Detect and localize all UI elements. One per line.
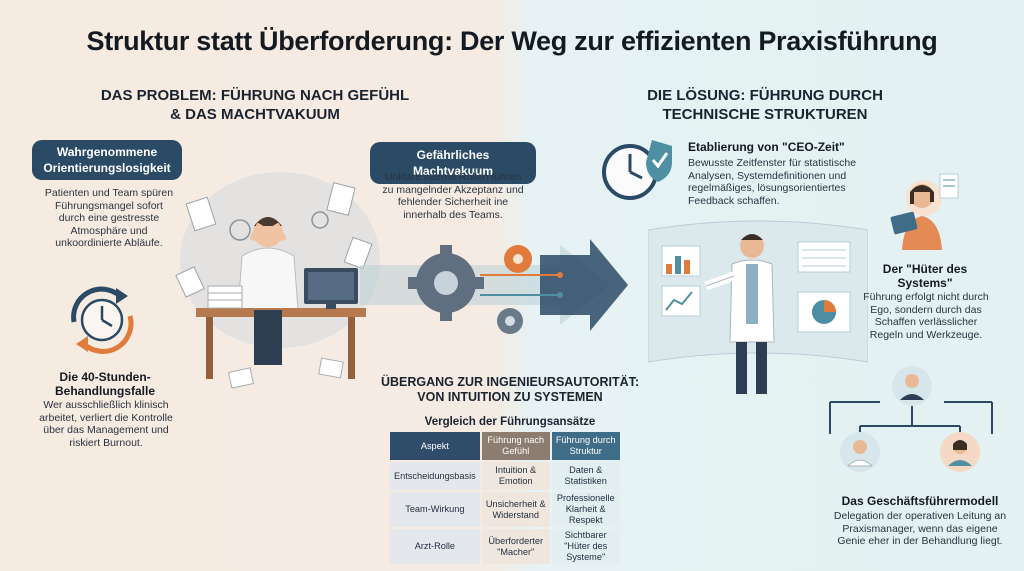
- cycle-clock-icon: [71, 286, 134, 354]
- ceo-text-line: regelmäßiges, lösungsorientiertes: [688, 182, 846, 194]
- table-cell: Sichtbarer "Hüter des Systeme": [551, 529, 620, 564]
- table-cell: Überforderter "Macher": [481, 529, 550, 564]
- solution-heading: DIE LÖSUNG: FÜHRUNG DURCH TECHNISCHE STR…: [610, 86, 920, 124]
- vacuum-text-line: fehlender Sicherheit ine: [397, 196, 509, 208]
- trap-text-line: Wer ausschließlich klinisch: [43, 399, 169, 411]
- orientation-text-line: durch eine gestresste: [58, 212, 160, 224]
- trap-text-line: riskiert Burnout.: [69, 436, 143, 449]
- guardian-title-line2: Systems": [897, 276, 953, 290]
- orientation-text-line: Atmosphäre und: [70, 224, 148, 237]
- orientation-pill: Wahrgenommene Orientierungslosigkeit: [32, 140, 182, 180]
- gears-arrow-illustration: [360, 239, 628, 334]
- table-cell: Team-Wirkung: [390, 492, 480, 527]
- table-cell: Intuition & Emotion: [481, 462, 550, 490]
- ceo-time-text: Bewusste Zeitfenster für statistische An…: [688, 157, 908, 207]
- comparison-header: Führung durch Struktur: [551, 432, 620, 460]
- comparison-header: Aspekt: [390, 432, 480, 460]
- guardian-title: Der "Hüter des Systems": [860, 262, 990, 290]
- solution-heading-line2: TECHNISCHE STRUKTUREN: [662, 106, 868, 123]
- problem-heading-line2: & DAS MACHTVAKUUM: [170, 106, 340, 123]
- transition-heading: ÜBERGANG ZUR INGENIEURSAUTORITÄT: VON IN…: [340, 375, 680, 405]
- trap-title: Die 40-Stunden- Behandlungsfalle: [30, 370, 180, 398]
- vacuum-text-line: innerhalb des Teams.: [403, 208, 503, 221]
- ceo-model-text-line: Praxismanager, wenn das eigene: [842, 522, 998, 535]
- table-cell: Unsicherheit & Widerstand: [481, 492, 550, 527]
- table-cell: Arzt-Rolle: [390, 529, 480, 564]
- comparison-header-row: Aspekt Führung nach Gefühl Führung durch…: [390, 432, 620, 460]
- guardian-text-line: Ego, sondern durch das: [870, 303, 982, 316]
- orientation-text-line: unkoordinierte Abläufe.: [55, 237, 163, 249]
- ceo-model-text-line: Genie eher in der Behandlung liegt.: [837, 535, 1003, 547]
- guardian-text: Führung erfolgt nicht durch Ego, sondern…: [856, 291, 996, 341]
- orientation-pill-line1: Wahrgenommene: [56, 145, 158, 159]
- solution-heading-line1: DIE LÖSUNG: FÜHRUNG DURCH: [647, 87, 883, 104]
- guardian-text-line: Führung erfolgt nicht durch: [863, 291, 989, 303]
- trap-title-line2: Behandlungsfalle: [54, 384, 155, 398]
- table-row: Team-Wirkung Unsicherheit & Widerstand P…: [390, 492, 620, 527]
- comparison-header: Führung nach Gefühl: [481, 432, 550, 460]
- doctor-dashboard-illustration: [648, 220, 868, 394]
- guardian-title-line1: Der "Hüter des: [882, 262, 968, 276]
- table-cell: Professionelle Klarheit & Respekt: [551, 492, 620, 527]
- problem-heading: DAS PROBLEM: FÜHRUNG NACH GEFÜHL & DAS M…: [70, 86, 440, 124]
- problem-heading-line1: DAS PROBLEM: FÜHRUNG NACH GEFÜHL: [100, 87, 410, 104]
- page-title: Struktur statt Überforderung: Der Weg zu…: [86, 26, 938, 56]
- orientation-text: Patienten und Team spüren Führungsmangel…: [30, 187, 188, 250]
- vacuum-text-line: zu mangelnder Akzeptanz und: [382, 183, 524, 196]
- ceo-text-line: Bewusste Zeitfenster für statistische: [688, 157, 857, 169]
- stressed-doctor-illustration: [175, 172, 380, 389]
- transition-heading-line1: ÜBERGANG ZUR INGENIEURSAUTORITÄT:: [380, 375, 640, 389]
- transition-heading-line2: VON INTUITION ZU SYSTEMEN: [417, 390, 603, 404]
- ceo-model-title: Das Geschäftsführermodell: [841, 494, 999, 508]
- guardian-text-line: Schaffen verlässlicher: [874, 316, 978, 328]
- clock-shield-icon: [602, 140, 672, 200]
- table-row: Arzt-Rolle Überforderter "Macher" Sichtb…: [390, 529, 620, 564]
- orientation-pill-line2: Orientierungslosigkeit: [43, 161, 171, 175]
- nurse-tablet-illustration: [890, 173, 959, 250]
- trap-text-line: arbeitet, verliert die Kontrolle: [39, 411, 173, 424]
- ceo-text-line: Analysen, Systemdefinitionen und: [688, 169, 847, 182]
- vacuum-pill: Gefährliches Machtvakuum: [370, 142, 536, 184]
- trap-text: Wer ausschließlich klinisch arbeitet, ve…: [22, 399, 190, 449]
- comparison-title: Vergleich der Führungsansätze: [424, 416, 596, 428]
- table-cell: Entscheidungsbasis: [390, 462, 480, 490]
- ceo-text-line: Feedback schaffen.: [688, 194, 780, 207]
- trap-text-line: über das Management und: [43, 424, 169, 436]
- trap-title-line1: Die 40-Stunden-: [59, 370, 151, 384]
- ceo-model-text: Delegation der operativen Leitung an Pra…: [820, 510, 1020, 548]
- orientation-text-line: Führungsmangel sofort: [55, 199, 163, 212]
- table-cell: Daten & Statistiken: [551, 462, 620, 490]
- comparison-table-wrap: Aspekt Führung nach Gefühl Führung durch…: [388, 430, 622, 566]
- org-chart-illustration: [829, 366, 993, 472]
- vacuum-text: Unklare interne Rollen führen zu mangeln…: [366, 171, 540, 221]
- table-row: Entscheidungsbasis Intuition & Emotion D…: [390, 462, 620, 490]
- ceo-model-text-line: Delegation der operativen Leitung an: [833, 510, 1007, 522]
- ceo-time-title: Etablierung von "CEO-Zeit": [688, 140, 845, 154]
- guardian-text-line: Regeln und Werkzeuge.: [869, 328, 983, 341]
- comparison-table: Aspekt Führung nach Gefühl Führung durch…: [388, 430, 622, 566]
- orientation-text-line: Patienten und Team spüren: [44, 187, 174, 199]
- vacuum-text-line: Unklare interne Rollen führen: [384, 171, 522, 183]
